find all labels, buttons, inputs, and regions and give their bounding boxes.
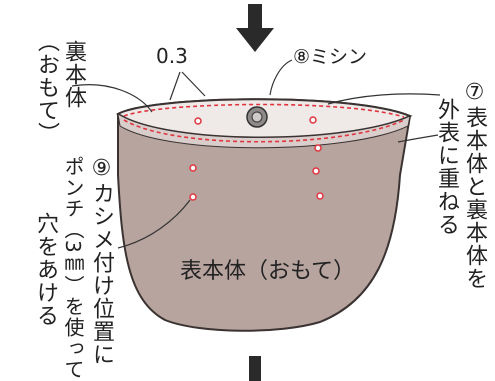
lining-edge (117, 113, 411, 149)
lining-label-col2: （おもて） (34, 30, 59, 145)
hole-marker (309, 116, 317, 124)
svg-text:⑧ミシン: ⑧ミシン (293, 46, 367, 68)
hole-markers (189, 116, 324, 201)
hole-marker (189, 193, 197, 201)
leader-lining (71, 84, 153, 113)
stitch-line-front (123, 119, 405, 143)
leader-margin-1 (181, 71, 206, 97)
lining-label-col1: 裏本体 (61, 40, 86, 109)
hole-marker (316, 192, 324, 200)
stitch-margin-label: 0.3 (156, 44, 188, 68)
outer-body-label: 表本体（おもて） (180, 259, 355, 284)
leader-step7-upper (327, 93, 441, 105)
hole-marker (189, 164, 197, 172)
step9-label-col2: ポンチ（3㎜）を使って (61, 156, 85, 380)
hole-marker (312, 167, 320, 175)
hole-marker (314, 144, 322, 152)
stitch-line-back (123, 103, 405, 118)
leader-step7-lower (397, 134, 439, 143)
step9-label-col1: ⑨カシメ付け位置に (89, 156, 114, 366)
hole-marker (194, 117, 202, 125)
down-arrow-icon (236, 4, 274, 52)
down-arrow-bottom (249, 356, 261, 381)
leader-margin-2 (169, 71, 181, 101)
step7-label-col2: 外表に重ねる (434, 98, 459, 236)
step8-label: ⑧ミシン (293, 46, 367, 68)
leader-step9 (117, 199, 191, 249)
leader-step8 (269, 59, 293, 96)
step7-label-col1: ⑦表本体と裏本体を (462, 80, 487, 290)
rivet-icon (246, 106, 268, 128)
step9-label-col3: 穴をあける (33, 212, 58, 327)
